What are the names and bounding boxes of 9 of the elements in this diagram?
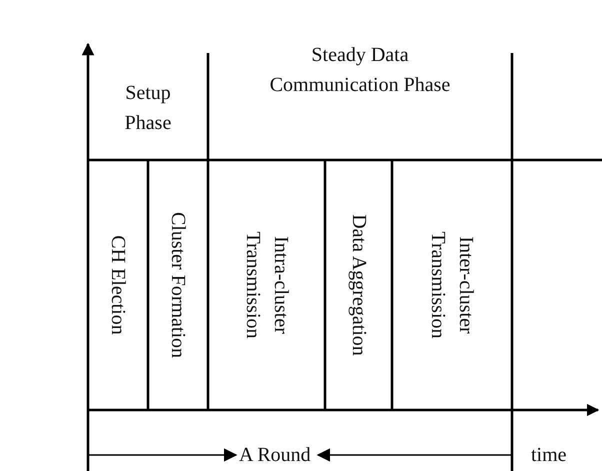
step-label: Data Aggregation [346, 214, 370, 356]
step-label: Inter-cluster Transmission [426, 230, 478, 341]
phase-heading: Steady Data Communication Phase [268, 43, 452, 98]
step-label: CH Election [106, 235, 130, 335]
span-label: A Round [239, 443, 311, 467]
axis-label: time [531, 443, 567, 467]
phase-heading: Setup Phase [124, 81, 172, 136]
step-label: Cluster Formation [166, 212, 190, 358]
step-label: Intra-cluster Transmission [240, 230, 292, 341]
